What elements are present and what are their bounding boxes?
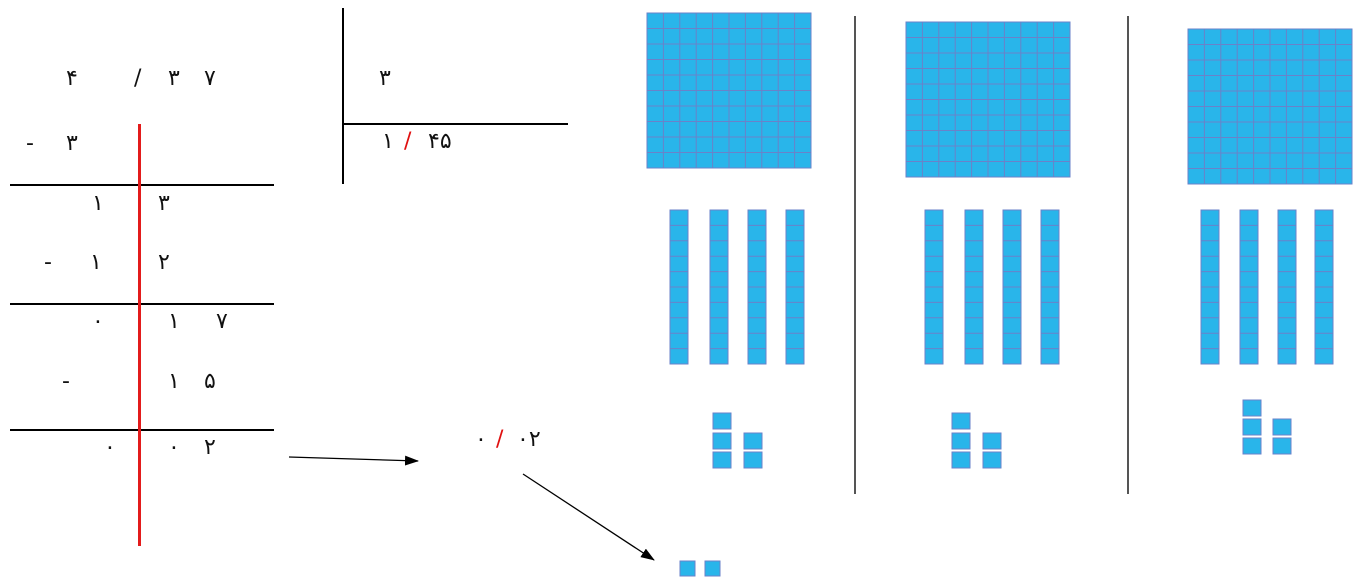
- step5-minus: -: [62, 369, 70, 394]
- step3-minus: -: [44, 250, 52, 275]
- quotient-decimal: ۴۵: [428, 129, 452, 154]
- step3-left: ۱: [90, 250, 102, 275]
- divisor-bracket-vertical: [342, 8, 344, 184]
- ten-rod-grid: [1240, 224, 1258, 350]
- divisor: ۳: [379, 66, 391, 91]
- remainder-decimal: ۰۲: [517, 427, 541, 452]
- step1-minus: -: [26, 131, 34, 156]
- leftover-unit-cube: [704, 560, 721, 577]
- arrow-to-remainder: [288, 455, 419, 466]
- arrow-to-leftover-cubes: [522, 473, 655, 561]
- ten-rod-grid: [965, 224, 983, 350]
- long-division-row-line-3: [10, 429, 274, 431]
- divisor-bracket-horizontal: [344, 123, 568, 125]
- ten-rod-grid: [1315, 224, 1333, 350]
- ten-rod-grid: [748, 224, 766, 350]
- unit-cube: [743, 432, 763, 450]
- ten-rod-grid: [786, 224, 804, 350]
- quotient-integer: ۱: [382, 129, 394, 154]
- decimal-alignment-line: [138, 124, 141, 546]
- unit-cube: [1242, 437, 1262, 455]
- long-division-row-line-2: [10, 303, 274, 305]
- step6-b: ۲: [204, 435, 216, 460]
- quotient-separator: /: [404, 129, 412, 154]
- step4-b: ۷: [216, 309, 228, 334]
- step5-b: ۵: [204, 369, 216, 394]
- unit-cube: [1242, 418, 1262, 436]
- hundred-block-grid: [906, 22, 1070, 177]
- unit-cube: [982, 451, 1002, 469]
- ten-rod-grid: [1201, 224, 1219, 350]
- step2-right: ۳: [158, 191, 170, 216]
- long-division-row-line-1: [10, 184, 274, 186]
- leftover-unit-cube: [679, 560, 696, 577]
- ten-rod-grid: [1278, 224, 1296, 350]
- unit-cube: [982, 432, 1002, 450]
- unit-cube: [1272, 437, 1292, 455]
- unit-cube: [1242, 399, 1262, 417]
- unit-cube: [712, 412, 732, 430]
- unit-cube: [1272, 418, 1292, 436]
- step4-left: ۰: [92, 309, 104, 334]
- step3-right: ۲: [158, 250, 170, 275]
- unit-cube: [712, 432, 732, 450]
- step1-digit: ۳: [66, 131, 78, 156]
- ten-rod-grid: [1003, 224, 1021, 350]
- ten-rod-grid: [925, 224, 943, 350]
- unit-cube: [951, 432, 971, 450]
- unit-cube: [951, 451, 971, 469]
- dividend-digit-2: ۳: [168, 66, 180, 91]
- remainder-separator: /: [496, 427, 504, 452]
- step5-a: ۱: [168, 369, 180, 394]
- ten-rod-grid: [710, 224, 728, 350]
- unit-cube: [951, 412, 971, 430]
- step6-a: ۰: [168, 435, 180, 460]
- dividend-separator: /: [134, 66, 142, 91]
- ten-rod-grid: [1041, 224, 1059, 350]
- ten-rod-grid: [670, 224, 688, 350]
- dividend-digit-3: ۷: [204, 66, 216, 91]
- hundred-block-grid: [647, 13, 811, 168]
- step4-a: ۱: [168, 309, 180, 334]
- unit-cube: [743, 451, 763, 469]
- remainder-integer: ۰: [475, 427, 487, 452]
- dividend-digit-1: ۴: [66, 66, 78, 91]
- step2-left: ۱: [92, 191, 104, 216]
- unit-cube: [712, 451, 732, 469]
- step6-left: ۰: [104, 435, 116, 460]
- hundred-block-grid: [1188, 29, 1352, 184]
